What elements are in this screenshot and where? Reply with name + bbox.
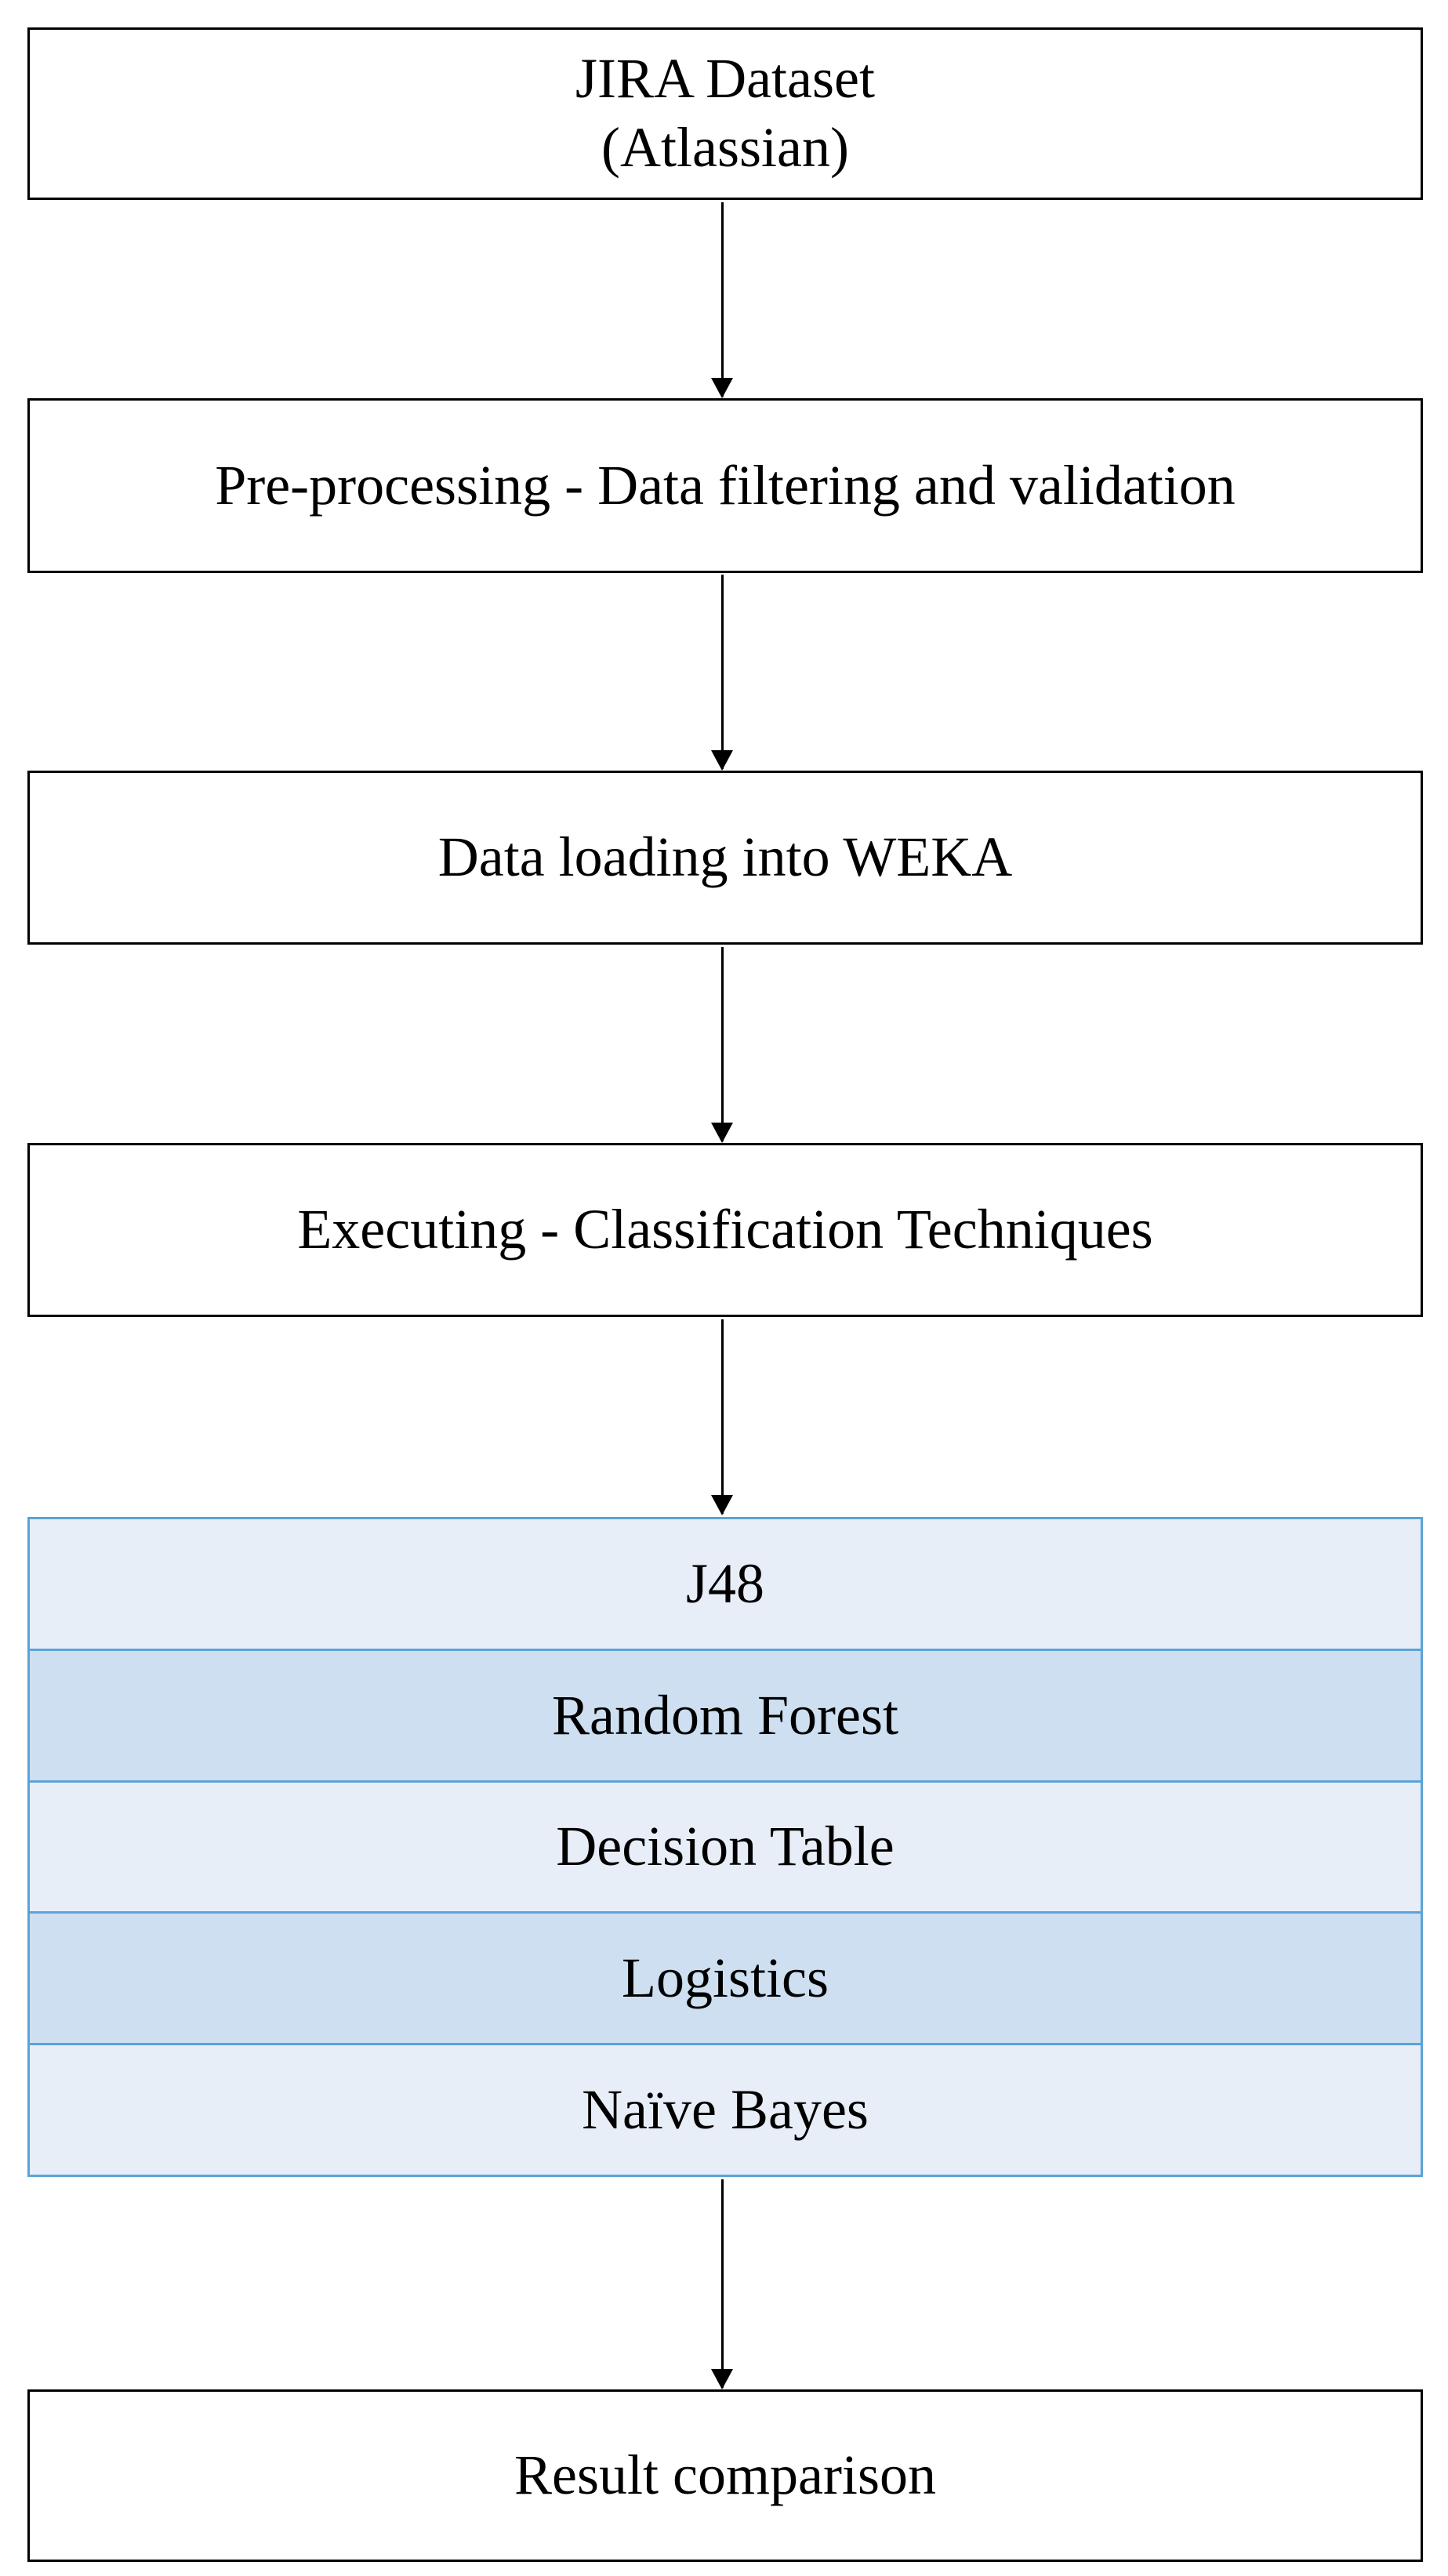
data-loading-label: Data loading into WEKA <box>437 825 1013 889</box>
dataset-label: JIRA Dataset (Atlassian) <box>575 45 875 183</box>
classifier-row-logistics: Logistics <box>30 1911 1421 2044</box>
preprocessing-box: Pre-processing - Data filtering and vali… <box>27 398 1423 573</box>
flow-arrow-1 <box>711 202 733 398</box>
result-box: Result comparison <box>27 2389 1423 2562</box>
classifier-table: J48 Random Forest Decision Table Logisti… <box>27 1517 1423 2177</box>
classifier-row-random-forest: Random Forest <box>30 1648 1421 1780</box>
preprocessing-label: Pre-processing - Data filtering and vali… <box>215 453 1236 517</box>
result-label: Result comparison <box>514 2444 936 2507</box>
flow-arrow-2 <box>711 575 733 771</box>
classifier-row-decision-table: Decision Table <box>30 1780 1421 1912</box>
flow-arrow-3 <box>711 947 733 1143</box>
dataset-title: JIRA Dataset <box>575 47 875 111</box>
dataset-source: (Atlassian) <box>601 116 849 179</box>
executing-box: Executing - Classification Techniques <box>27 1143 1423 1317</box>
classifier-row-j48: J48 <box>30 1519 1421 1649</box>
flow-arrow-5 <box>711 2179 733 2389</box>
classifier-row-naive-bayes: Naïve Bayes <box>30 2043 1421 2175</box>
executing-label: Executing - Classification Techniques <box>297 1198 1153 1261</box>
dataset-box: JIRA Dataset (Atlassian) <box>27 27 1423 200</box>
data-loading-box: Data loading into WEKA <box>27 771 1423 945</box>
flow-arrow-4 <box>711 1319 733 1515</box>
